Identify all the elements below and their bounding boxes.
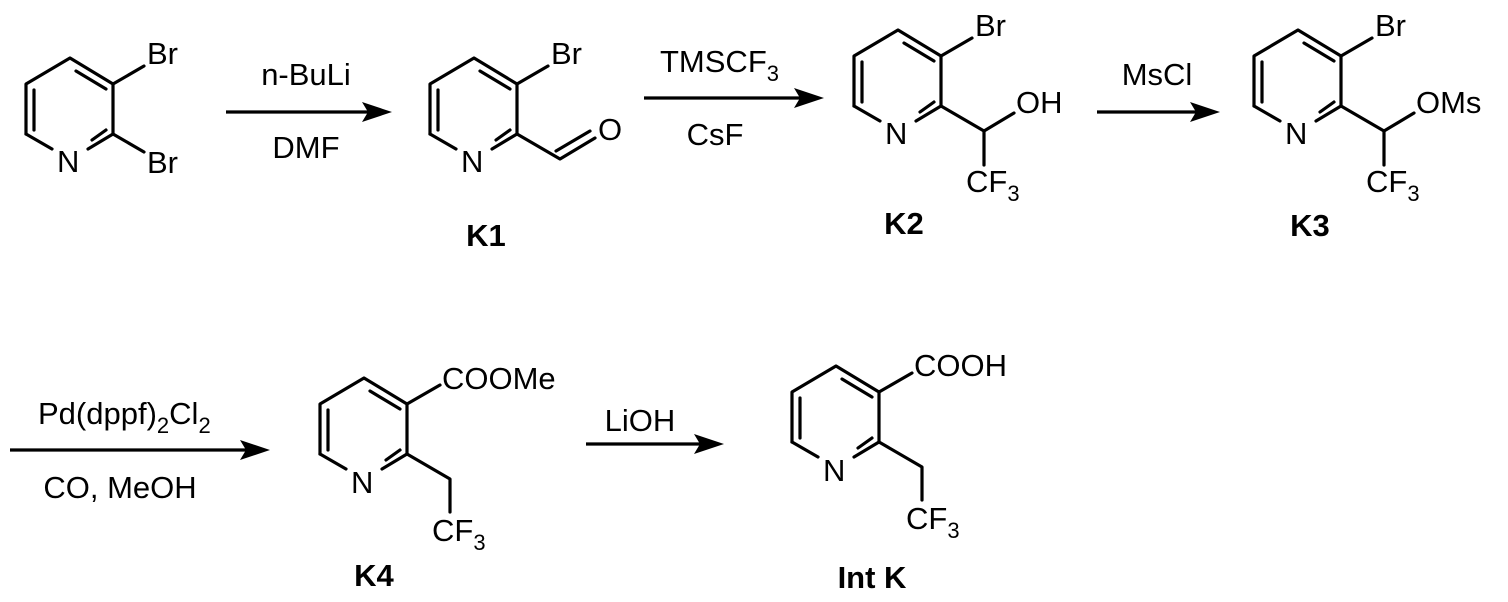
ring-bonds	[320, 378, 407, 454]
c3-br-bond	[517, 66, 548, 84]
trifluoromethyl-group: CF3	[1366, 164, 1420, 206]
reagent-above-sub2: 2	[198, 413, 210, 438]
reagent-above-main: TMSCF	[660, 44, 767, 79]
reagent-above: TMSCF3	[660, 44, 779, 86]
carboxylic-acid-group: COOH	[914, 348, 1007, 383]
reagent-above: Pd(dppf)2Cl2	[38, 396, 211, 438]
cf3-subscript: 3	[947, 518, 959, 543]
side-chain-bond	[879, 442, 922, 500]
nitrogen-atom: N	[1285, 116, 1307, 151]
cf3-main: CF	[906, 501, 947, 536]
ring-double-bond	[904, 43, 934, 61]
mesylate-group: OMs	[1416, 85, 1481, 120]
bromine-atom: Br	[975, 8, 1006, 43]
reagent-below: DMF	[272, 130, 339, 165]
oxygen-atom: O	[598, 112, 622, 147]
acid-bond	[879, 373, 912, 392]
ring-bonds	[854, 30, 941, 106]
reagent-above: LiOH	[605, 403, 676, 438]
reagent-above-a: Pd(dppf)	[38, 396, 157, 431]
compound-k3: N Br OMs CF3 K3	[1254, 8, 1481, 243]
reagent-above-subscript: 3	[767, 61, 779, 86]
side-chain-bond	[941, 106, 1014, 131]
trifluoromethyl-group: CF3	[432, 513, 486, 555]
ring-bond	[26, 134, 52, 149]
ring-double-bond	[76, 71, 106, 89]
compound-k4: N COOMe CF3 K4	[320, 361, 556, 593]
c2-br-bond	[113, 134, 144, 152]
reagent-below: CO, MeOH	[43, 470, 196, 505]
reagent-above-b: Cl	[169, 396, 198, 431]
ring-bond	[854, 106, 880, 121]
ring-double-bond	[1304, 43, 1334, 61]
reaction-arrow-1: n-BuLi DMF	[226, 57, 392, 165]
compound-label: K3	[1290, 208, 1330, 243]
ring-bond	[320, 454, 346, 469]
ring-double-bond	[842, 379, 872, 397]
c3-br-bond	[1341, 38, 1372, 56]
compound-label: K2	[884, 206, 924, 241]
ring-bond	[430, 134, 456, 149]
nitrogen-atom: N	[57, 144, 79, 179]
nitrogen-atom: N	[351, 465, 373, 500]
ring-double-bond	[370, 391, 400, 409]
cf3-main: CF	[432, 513, 473, 548]
reaction-arrow-5: LiOH	[586, 403, 724, 454]
ring-bonds	[26, 58, 113, 134]
ring-double-bond	[480, 71, 510, 89]
reaction-arrow-3: MsCl	[1097, 57, 1220, 122]
cf3-subscript: 3	[473, 530, 485, 555]
bromine-atom-c3: Br	[147, 36, 178, 71]
compound-label: K1	[466, 218, 506, 253]
reagent-below: CsF	[687, 117, 744, 152]
compound-2-3-dibromopyridine: N Br Br	[26, 36, 178, 180]
nitrogen-atom: N	[823, 453, 845, 488]
side-chain-bond	[407, 454, 450, 512]
compound-label: Int K	[838, 560, 907, 595]
side-chain-bond	[1341, 106, 1414, 131]
c3-br-bond	[941, 38, 972, 56]
cf3-main: CF	[1366, 164, 1407, 199]
compound-k1: N Br O K1	[430, 36, 622, 253]
compound-label: K4	[354, 558, 394, 593]
nitrogen-atom: N	[885, 116, 907, 151]
reagent-above: n-BuLi	[261, 57, 351, 92]
reaction-arrow-4: Pd(dppf)2Cl2 CO, MeOH	[10, 396, 270, 505]
ring-bond	[792, 442, 818, 457]
ring-bonds	[430, 58, 517, 134]
aldehyde-bond	[517, 134, 595, 159]
bromine-atom: Br	[551, 36, 582, 71]
c3-br-bond	[113, 66, 144, 84]
reagent-above-sub1: 2	[157, 413, 169, 438]
bromine-atom-c2: Br	[147, 145, 178, 180]
trifluoromethyl-group: CF3	[906, 501, 960, 543]
cf3-main: CF	[966, 164, 1007, 199]
reagent-above: MsCl	[1122, 57, 1193, 92]
cf3-subscript: 3	[1007, 181, 1019, 206]
ring-bonds	[792, 366, 879, 442]
cf3-subscript: 3	[1407, 181, 1419, 206]
hydroxyl-group: OH	[1016, 85, 1063, 120]
trifluoromethyl-group: CF3	[966, 164, 1020, 206]
compound-k2: N Br OH CF3 K2	[854, 8, 1063, 241]
nitrogen-atom: N	[461, 144, 483, 179]
reaction-arrow-2: TMSCF3 CsF	[644, 44, 824, 152]
bromine-atom: Br	[1375, 8, 1406, 43]
methyl-ester-group: COOMe	[442, 361, 556, 396]
compound-int-k: N COOH CF3 Int K	[792, 348, 1007, 595]
ester-bond	[407, 385, 440, 404]
carbonyl-double-bond	[556, 131, 590, 151]
ring-bonds	[1254, 30, 1341, 106]
ring-bond	[1254, 106, 1280, 121]
